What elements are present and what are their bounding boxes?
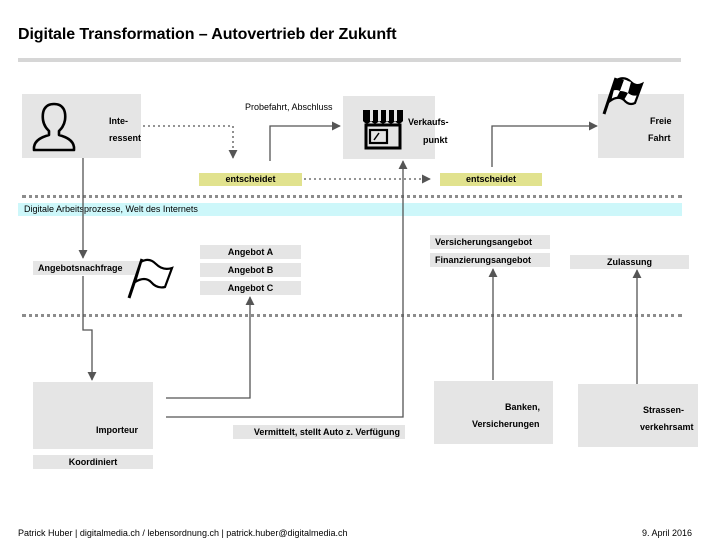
vermittelt-chip: Vermittelt, stellt Auto z. Verfügung <box>233 425 405 439</box>
page-title: Digitale Transformation – Autovertrieb d… <box>18 26 397 43</box>
edge-importeur-to-verkaufspunkt <box>166 160 408 418</box>
decision-right: entscheidet <box>440 173 542 186</box>
koordiniert-chip: Koordiniert <box>33 455 153 469</box>
shop-icon <box>363 110 403 150</box>
freie-fahrt-label-2: Fahrt <box>648 133 671 143</box>
verkaufspunkt-label-1: Verkaufs- <box>408 117 449 127</box>
edge-decision-to-verkaufspunkt <box>269 121 341 161</box>
freie-fahrt-label-1: Freie <box>650 116 672 126</box>
angebot-c-chip: Angebot C <box>200 281 301 295</box>
verkaufspunkt-node[interactable]: Verkaufs- punkt <box>343 96 449 159</box>
checkered-flag-icon <box>602 77 644 115</box>
edge-decision-to-freie-fahrt <box>491 121 598 167</box>
banken-label-1: Banken, <box>505 402 541 412</box>
strassenverkehrsamt-node[interactable]: Strassen- verkehrsamt <box>578 384 698 447</box>
verkaufspunkt-label-2: punkt <box>423 135 448 145</box>
importeur-label: Importeur <box>96 425 139 435</box>
lower-dotted-separator <box>22 314 682 317</box>
upper-dotted-separator <box>22 195 682 198</box>
importeur-node[interactable]: Importeur <box>33 382 153 449</box>
banken-label-2: Versicherungen <box>472 419 540 429</box>
interessent-node[interactable]: Inte- ressent <box>22 94 141 158</box>
title-underline <box>18 58 681 62</box>
interessent-label-1: Inte- <box>109 116 128 126</box>
edge-importeur-to-angebote <box>166 296 255 399</box>
strassenverkehrsamt-label-1: Strassen- <box>643 405 685 415</box>
interessent-label-2: ressent <box>109 133 142 143</box>
finanzierungsangebot-chip: Finanzierungsangebot <box>430 253 550 267</box>
footer-credits: Patrick Huber | digitalmedia.ch / lebens… <box>18 528 348 538</box>
freie-fahrt-node[interactable]: Freie Fahrt <box>598 94 684 158</box>
angebot-b-chip: Angebot B <box>200 263 301 277</box>
angebot-a-chip: Angebot A <box>200 245 301 259</box>
angebotsnachfrage-chip: Angebotsnachfrage <box>33 261 153 275</box>
internet-band: Digitale Arbeitsprozesse, Welt des Inter… <box>18 203 682 216</box>
probefahrt-label: Probefahrt, Abschluss <box>245 102 333 112</box>
footer-date: 9. April 2016 <box>642 528 693 538</box>
decision-left: entscheidet <box>199 173 302 186</box>
flag-icon <box>127 258 174 299</box>
strassenverkehrsamt-label-2: verkehrsamt <box>640 422 694 432</box>
versicherungsangebot-chip: Versicherungsangebot <box>430 235 550 249</box>
person-icon <box>32 102 76 152</box>
edge-interessent-to-decision <box>143 125 238 159</box>
banken-node[interactable]: Banken, Versicherungen <box>434 381 553 444</box>
zulassung-chip: Zulassung <box>570 255 689 269</box>
edge-angebotsnachfrage-to-importeur <box>82 276 97 381</box>
